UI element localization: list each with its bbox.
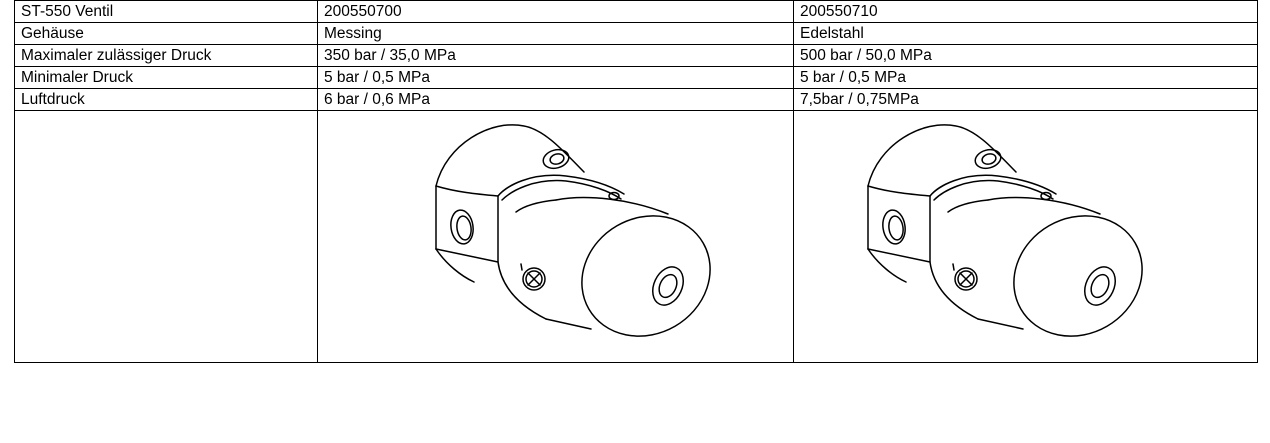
header-label-cell: ST-550 Ventil bbox=[14, 0, 318, 23]
image-row bbox=[14, 110, 1258, 363]
row-value-b: 5 bar / 0,5 MPa bbox=[793, 66, 1258, 89]
image-label-cell bbox=[14, 110, 318, 363]
row-value-a: Messing bbox=[317, 22, 794, 45]
row-value-a: 6 bar / 0,6 MPa bbox=[317, 88, 794, 111]
table-row: Maximaler zulässiger Druck 350 bar / 35,… bbox=[14, 44, 1258, 67]
header-part-number-b: 200550710 bbox=[793, 0, 1258, 23]
row-label: Minimaler Druck bbox=[14, 66, 318, 89]
row-value-b: 500 bar / 50,0 MPa bbox=[793, 44, 1258, 67]
image-cell-b bbox=[793, 110, 1258, 363]
row-label: Luftdruck bbox=[14, 88, 318, 111]
row-value-b: Edelstahl bbox=[793, 22, 1258, 45]
table-row: Minimaler Druck 5 bar / 0,5 MPa 5 bar / … bbox=[14, 66, 1258, 89]
table-row: Gehäuse Messing Edelstahl bbox=[14, 22, 1258, 45]
header-part-number-a: 200550700 bbox=[317, 0, 794, 23]
valve-drawing-icon bbox=[435, 124, 733, 354]
row-value-a: 5 bar / 0,5 MPa bbox=[317, 66, 794, 89]
row-label: Maximaler zulässiger Druck bbox=[14, 44, 318, 67]
spec-table: ST-550 Ventil 200550700 200550710 Gehäus… bbox=[14, 0, 1258, 363]
valve-drawing-icon bbox=[867, 124, 1165, 354]
row-value-b: 7,5bar / 0,75MPa bbox=[793, 88, 1258, 111]
image-cell-a bbox=[317, 110, 794, 363]
table-header-row: ST-550 Ventil 200550700 200550710 bbox=[14, 0, 1258, 23]
table-row: Luftdruck 6 bar / 0,6 MPa 7,5bar / 0,75M… bbox=[14, 88, 1258, 111]
row-value-a: 350 bar / 35,0 MPa bbox=[317, 44, 794, 67]
row-label: Gehäuse bbox=[14, 22, 318, 45]
